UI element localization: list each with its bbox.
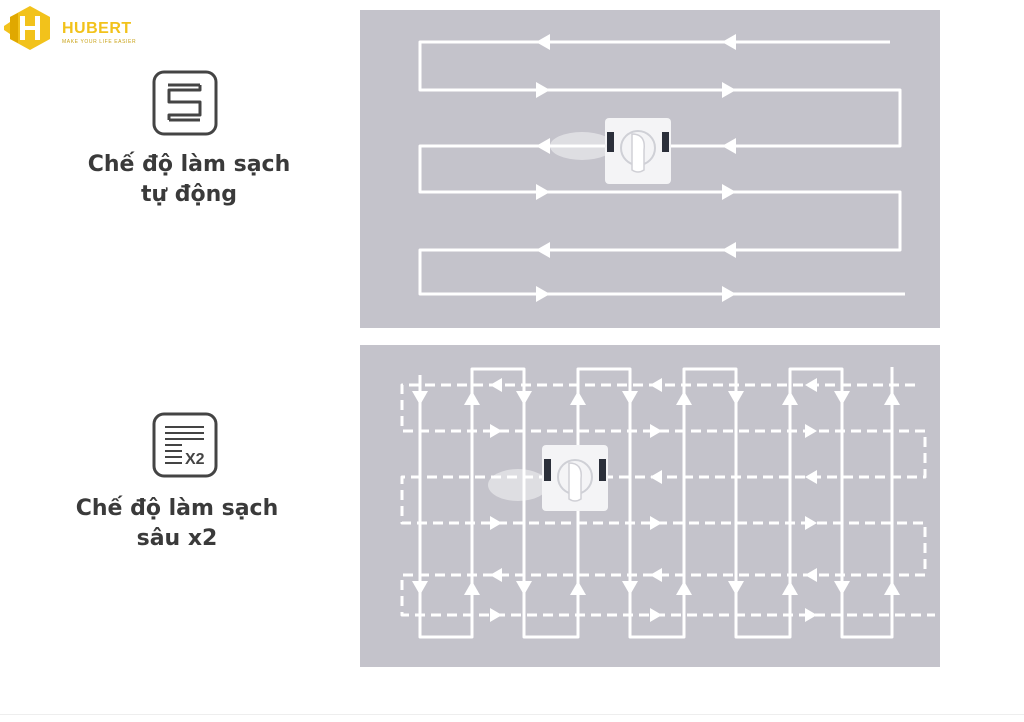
mode-label-auto: Chế độ làm sạch tự động bbox=[44, 150, 334, 210]
mode-label-auto-line1: Chế độ làm sạch bbox=[87, 152, 291, 177]
hexagon-logo-icon bbox=[4, 6, 50, 50]
auto-path-icon bbox=[152, 70, 218, 136]
window-robot-icon bbox=[542, 445, 608, 511]
zigzag-path-diagram bbox=[418, 34, 905, 302]
deep-clean-x2-icon: X2 bbox=[152, 412, 218, 478]
bottom-divider bbox=[0, 714, 1024, 715]
window-robot-icon bbox=[605, 118, 671, 184]
x2-icon-text: X2 bbox=[185, 451, 205, 468]
brand-tagline: MAKE YOUR LIFE EASIER bbox=[62, 39, 137, 45]
mode-label-deep-line2: sâu x2 bbox=[136, 526, 218, 551]
brand-logo: HUBERT MAKE YOUR LIFE EASIER bbox=[2, 4, 172, 52]
mode-label-deep: Chế độ làm sạch sâu x2 bbox=[32, 494, 322, 554]
auto-mode-path-panel bbox=[360, 10, 940, 328]
brand-name: HUBERT bbox=[62, 20, 132, 37]
deep-mode-path-panel bbox=[360, 345, 940, 667]
grid-path-diagram bbox=[400, 367, 935, 639]
mode-label-deep-line1: Chế độ làm sạch bbox=[75, 496, 279, 521]
mode-label-auto-line2: tự động bbox=[140, 182, 238, 207]
